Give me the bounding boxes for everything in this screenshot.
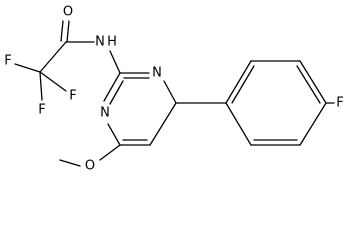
atom-labels: O N H F F F N N O F [4,5,343,174]
c6-n1-bond [107,123,121,146]
n3-c4-bond [163,80,177,104]
ring-nitrogen-1-label: N [100,106,110,121]
cf3-fluorine-1-label: F [4,54,11,69]
carbonyl-double-bond-a [60,20,64,42]
cf3-f2-bond [39,71,67,92]
c6-o-bond [99,144,121,161]
nh-pyrimidine-bond [109,50,121,74]
o-ch3-bond [59,159,81,167]
amide-nitrogen-label: N [95,35,105,50]
c4-c5-bond [149,102,177,146]
aryl-fluorine-label: F [336,96,343,111]
phenyl-bond-3 [299,60,327,104]
n1-c2-bond-b [109,80,124,105]
chemical-structure-diagram: O N H F F F N N O F [4,5,343,174]
cf3-f3-bond [39,71,43,101]
carbonyl-double-bond-b [66,20,70,43]
pyrimidine-ring [103,72,177,146]
cf3-f1-bond [14,63,41,73]
methoxy-group [59,144,121,167]
methoxy-oxygen-label: O [85,159,95,174]
cf3-fluorine-2-label: F [69,89,76,104]
trifluoroacetyl-group [14,20,95,101]
phenyl-bond-4 [299,102,327,146]
phenyl-bond-3-inner [296,65,321,104]
cf3-fluorine-3-label: F [38,103,45,118]
carbonyl-oxygen-label: O [63,5,73,20]
amide-hydrogen-label: H [107,35,117,50]
phenyl-bond-1 [225,60,252,104]
phenyl-bond-1-inner [231,65,255,104]
ring-nitrogen-3-label: N [152,66,162,81]
acyl-cf3-bond [39,41,67,73]
phenyl-bond-6 [225,102,252,146]
fluorophenyl-ring [225,60,335,146]
n1-c2-bond-a [103,72,121,102]
